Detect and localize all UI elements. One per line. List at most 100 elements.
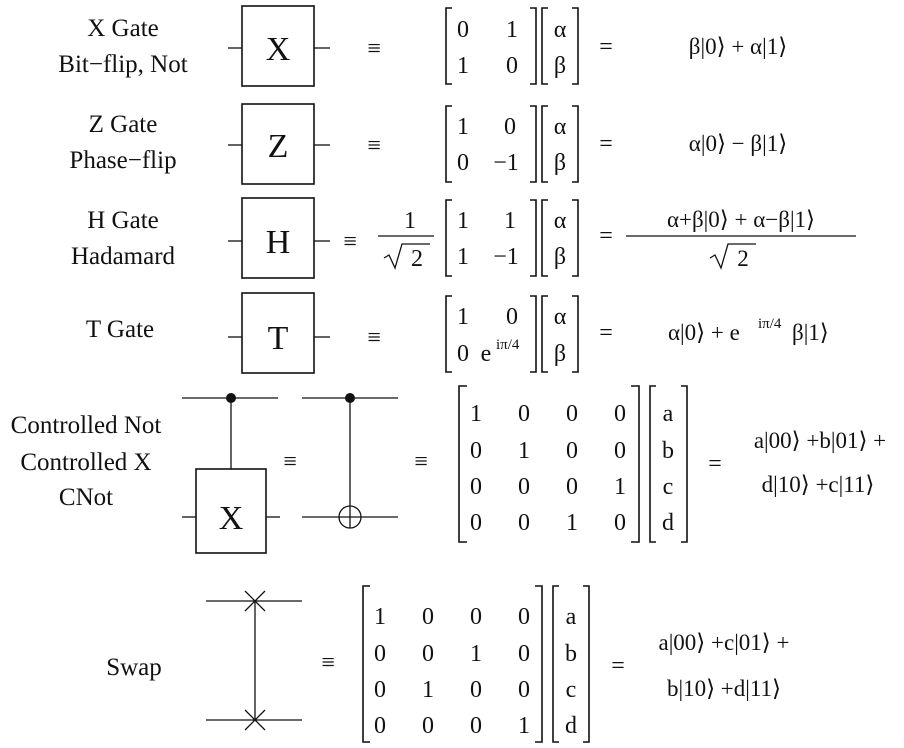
h-gate-label-line1: H Gate <box>87 207 159 234</box>
matrix-cell: e <box>481 341 492 367</box>
t-gate-equiv-sign: ≡ <box>367 325 381 351</box>
swap-cross-icon <box>244 590 266 612</box>
swap-circuit-symbol <box>206 590 302 731</box>
cnot-gate-symbol: X <box>219 500 244 537</box>
matrix-cell: 0 <box>518 401 530 427</box>
matrix-cell: 0 <box>566 438 578 464</box>
cnot-equiv-sign-1: ≡ <box>283 449 297 475</box>
swap-result-line1: a|00⟩ +c|01⟩ + <box>658 630 789 655</box>
swap-label: Swap <box>106 654 162 681</box>
x-gate-circuit-symbol: X <box>228 5 330 87</box>
matrix-cell: 1 <box>518 713 530 739</box>
z-gate-vector: α β <box>541 105 579 183</box>
t-gate-matrix: 1 0 0 e iπ/4 <box>445 295 537 373</box>
matrix-cell: 0 <box>470 604 482 630</box>
matrix-cell: 0 <box>566 474 578 500</box>
matrix-cell: 1 <box>457 114 469 140</box>
row-cnot: Controlled Not Controlled X CNot X ≡ ≡ 1… <box>11 385 886 554</box>
h-gate-equiv-sign: ≡ <box>343 229 357 255</box>
matrix-cell: 1 <box>470 641 482 667</box>
matrix-cell: 1 <box>470 401 482 427</box>
z-gate-symbol: Z <box>268 128 289 165</box>
matrix-cell: 0 <box>422 713 434 739</box>
row-z-gate: Z Gate Phase−flip Z ≡ 1 0 0 −1 α β = α|0… <box>69 103 787 185</box>
h-gate-prefactor: 1 2 <box>378 208 434 272</box>
vector-entry: β <box>554 341 566 367</box>
z-gate-result: α|0⟩ − β|1⟩ <box>689 131 787 156</box>
swap-matrix: 1 0 0 0 0 0 1 0 0 1 0 0 0 0 0 1 <box>362 585 543 743</box>
vector-entry: a <box>566 604 577 630</box>
cnot-matrix: 1 0 0 0 0 1 0 0 0 0 0 1 0 0 1 0 <box>458 385 640 543</box>
matrix-cell: 0 <box>457 150 469 176</box>
matrix-cell: 1 <box>566 510 578 536</box>
matrix-cell: 0 <box>614 510 626 536</box>
matrix-exponent: iπ/4 <box>496 337 520 353</box>
t-gate-result: α|0⟩ + e iπ/4 β|1⟩ <box>668 316 829 345</box>
matrix-cell: 0 <box>374 713 386 739</box>
h-gate-result-numerator: α+β|0⟩ + α−β|1⟩ <box>667 207 815 232</box>
matrix-cell: 0 <box>457 17 469 43</box>
matrix-cell: 0 <box>374 641 386 667</box>
matrix-cell: 0 <box>374 677 386 703</box>
x-gate-vector: α β <box>541 7 579 85</box>
vector-entry: c <box>663 474 674 500</box>
h-gate-result: α+β|0⟩ + α−β|1⟩ 2 <box>626 207 856 271</box>
matrix-cell: 0 <box>518 677 530 703</box>
row-swap: Swap ≡ 1 0 0 0 0 0 1 0 0 1 0 0 0 0 0 <box>106 585 790 743</box>
swap-cross-icon <box>244 709 266 731</box>
matrix-cell: 0 <box>470 474 482 500</box>
matrix-cell: 0 <box>566 401 578 427</box>
vector-entry: α <box>554 208 567 234</box>
vector-entry: c <box>566 677 577 703</box>
t-gate-result-exponent: iπ/4 <box>758 316 782 332</box>
vector-entry: α <box>554 114 567 140</box>
cnot-result-line2: d|10⟩ +c|11⟩ <box>762 472 875 497</box>
matrix-cell: 0 <box>614 438 626 464</box>
cnot-equals-sign: = <box>708 451 722 477</box>
cnot-label-line3: CNot <box>59 484 113 511</box>
vector-entry: β <box>554 150 566 176</box>
matrix-cell: 0 <box>518 474 530 500</box>
x-gate-label-line2: Bit−flip, Not <box>58 51 187 78</box>
vector-entry: α <box>554 17 567 43</box>
cnot-vector: a b c d <box>649 385 688 543</box>
matrix-cell: 0 <box>422 604 434 630</box>
matrix-cell: 0 <box>518 641 530 667</box>
matrix-cell: 1 <box>504 208 516 234</box>
x-gate-equals-sign: = <box>599 34 613 60</box>
x-gate-result: β|0⟩ + α|1⟩ <box>689 34 787 59</box>
swap-equals-sign: = <box>611 653 625 679</box>
vector-entry: a <box>663 401 674 427</box>
matrix-cell: 1 <box>457 208 469 234</box>
prefactor-numerator: 1 <box>404 208 416 234</box>
matrix-cell: 0 <box>470 438 482 464</box>
h-gate-equals-sign: = <box>599 223 613 249</box>
matrix-cell: 1 <box>614 474 626 500</box>
z-gate-label-line1: Z Gate <box>89 111 158 138</box>
cnot-circuit-gate-form: X <box>182 393 280 554</box>
matrix-cell: 0 <box>470 677 482 703</box>
z-gate-equals-sign: = <box>599 131 613 157</box>
z-gate-circuit-symbol: Z <box>228 103 330 185</box>
vector-entry: b <box>565 641 577 667</box>
row-x-gate: X Gate Bit−flip, Not X ≡ 0 1 1 0 α β = β… <box>58 5 787 87</box>
matrix-cell: 0 <box>470 510 482 536</box>
matrix-cell: 0 <box>614 401 626 427</box>
x-gate-symbol: X <box>266 31 291 68</box>
t-gate-vector: α β <box>541 295 579 373</box>
x-gate-label-line1: X Gate <box>87 15 159 42</box>
row-t-gate: T Gate T ≡ 1 0 0 e iπ/4 α β = α|0⟩ + e i… <box>86 292 829 374</box>
matrix-cell: 0 <box>518 604 530 630</box>
z-gate-equiv-sign: ≡ <box>367 133 381 159</box>
swap-result-line2: b|10⟩ +d|11⟩ <box>667 676 781 701</box>
matrix-cell: −1 <box>493 150 519 176</box>
prefactor-denominator: 2 <box>411 246 423 272</box>
sqrt-sign <box>709 243 756 270</box>
t-gate-equals-sign: = <box>599 320 613 346</box>
z-gate-matrix: 1 0 0 −1 <box>445 105 537 183</box>
h-gate-result-denominator: 2 <box>737 246 749 271</box>
matrix-cell: 1 <box>506 17 518 43</box>
target-oplus-icon <box>338 505 362 529</box>
h-gate-circuit-symbol: H <box>228 197 330 279</box>
